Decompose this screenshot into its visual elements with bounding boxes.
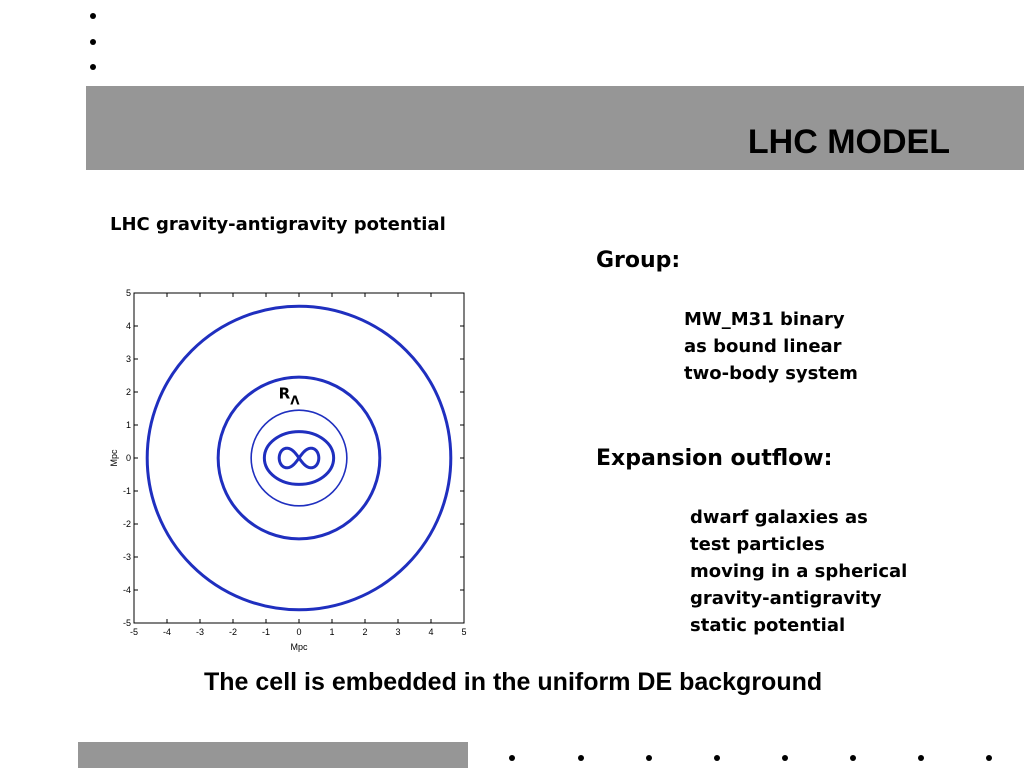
y-tick-label: 4 [126, 321, 131, 331]
x-axis-label: Mpc [290, 642, 308, 652]
x-tick-label: -2 [229, 627, 237, 637]
y-tick-label: -1 [123, 486, 131, 496]
x-tick-label: 3 [395, 627, 400, 637]
expansion-line: test particles [690, 534, 825, 555]
expansion-line: gravity-antigravity [690, 588, 882, 609]
contour-circle [145, 304, 453, 612]
x-tick-label: -1 [262, 627, 270, 637]
y-tick-label: -4 [123, 585, 131, 595]
x-tick-label: 2 [362, 627, 367, 637]
expansion-description: dwarf galaxies as test particles moving … [690, 504, 907, 639]
plot-caption: LHC gravity-antigravity potential [110, 214, 446, 235]
expansion-line: dwarf galaxies as [690, 507, 868, 528]
x-tick-label: -4 [163, 627, 171, 637]
y-tick-label: -2 [123, 519, 131, 529]
slide-title: LHC MODEL [747, 123, 950, 161]
footer-dot [578, 755, 584, 761]
bottom-statement: The cell is embedded in the uniform DE b… [204, 668, 823, 696]
expansion-line: static potential [690, 615, 846, 636]
footer-dot [850, 755, 856, 761]
footer-dot [782, 755, 788, 761]
footer-dot [646, 755, 652, 761]
contour-circle [250, 409, 348, 507]
y-tick-label: 0 [126, 453, 131, 463]
group-line: as bound linear [684, 336, 842, 357]
footer-dot [509, 755, 515, 761]
y-tick-label: 1 [126, 420, 131, 430]
x-tick-label: -3 [196, 627, 204, 637]
y-tick-label: 2 [126, 387, 131, 397]
y-tick-label: 5 [126, 288, 131, 298]
title-bar: LHC MODEL [86, 86, 1024, 170]
x-tick-label: 0 [296, 627, 301, 637]
footer-dot [986, 755, 992, 761]
group-description: MW_M31 binary as bound linear two-body s… [684, 306, 858, 387]
footer-dot [714, 755, 720, 761]
expansion-heading: Expansion outflow: [596, 446, 833, 471]
bullet-dot [90, 64, 96, 70]
footer-bar [78, 742, 468, 768]
x-tick-label: -5 [130, 627, 138, 637]
y-tick-label: -5 [123, 618, 131, 628]
bullet-dot [90, 13, 96, 19]
bullet-dot [90, 39, 96, 45]
y-axis-label: Mpc [109, 449, 119, 467]
y-tick-label: -3 [123, 552, 131, 562]
r-lambda-subscript: Λ [290, 394, 300, 408]
group-heading: Group: [596, 248, 681, 273]
x-tick-label: 1 [329, 627, 334, 637]
contour-lemniscate [277, 446, 321, 470]
contour-ellipse [262, 430, 336, 486]
contour-circle [216, 375, 382, 541]
x-tick-label: 5 [461, 627, 466, 637]
y-tick-label: 3 [126, 354, 131, 364]
group-line: two-body system [684, 363, 858, 384]
footer-dot [918, 755, 924, 761]
group-line: MW_M31 binary [684, 309, 845, 330]
expansion-line: moving in a spherical [690, 561, 908, 582]
x-tick-label: 4 [428, 627, 433, 637]
